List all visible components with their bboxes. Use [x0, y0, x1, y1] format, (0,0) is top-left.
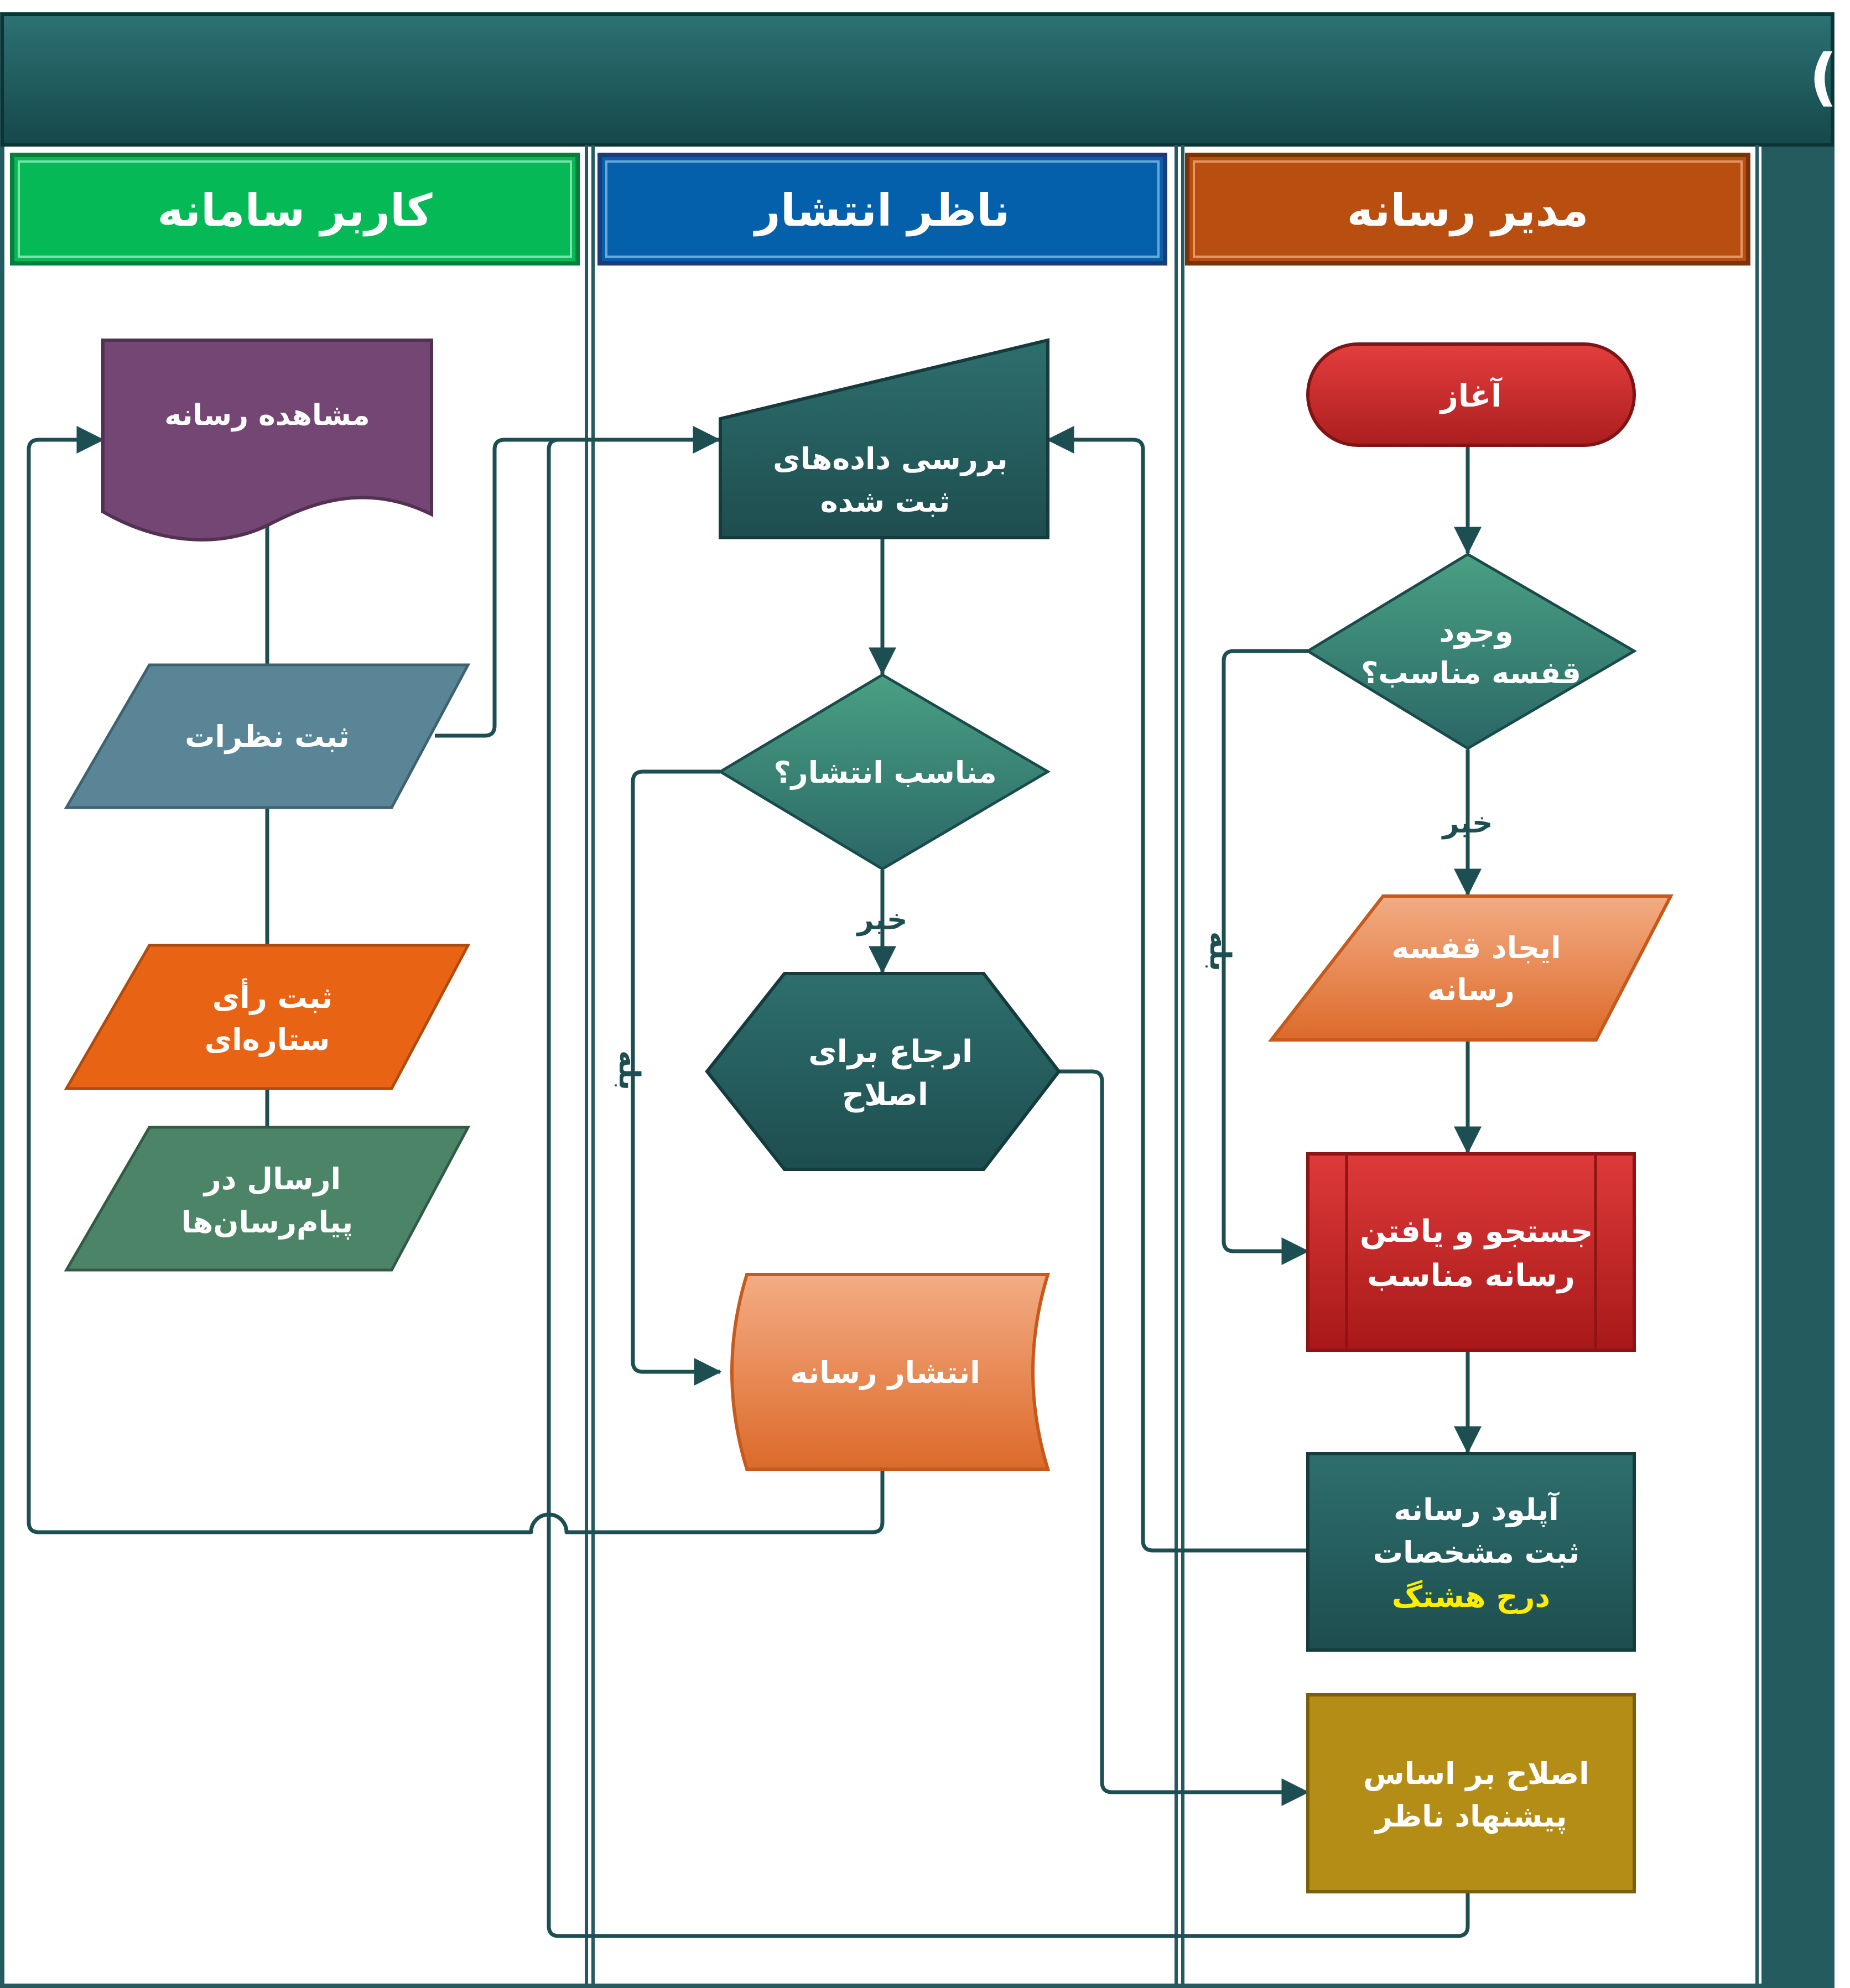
lane-label-reviewer: ناظر انتشار	[753, 185, 1010, 237]
node-upload-media-text: آپلود رسانه ثبت مشخصات درج هشتگ	[1363, 1491, 1579, 1614]
node-publish-text: انتشار رسانه	[790, 1355, 980, 1390]
node-send-messengers: ارسال در پیام‌رسان‌ها	[64, 1126, 471, 1272]
lane-header-user: کاربر سامانه	[10, 153, 580, 266]
edge-label-yes-reviewer: بله	[612, 1050, 646, 1090]
edge-label-no-manager: خیر	[1441, 806, 1493, 840]
node-folder-exists: وجود قفسه مناسب؟	[1305, 553, 1637, 750]
node-create-folder: ایجاد قفسه رسانه	[1267, 894, 1674, 1042]
title-bar	[1, 13, 1834, 147]
node-view-media: مشاهده رسانه	[101, 339, 433, 542]
node-star-vote-text: ثبت رأی ستاره‌ای	[202, 978, 332, 1057]
edge-label-no-reviewer: خیر	[855, 903, 907, 936]
edge-label-yes-manager: بله	[1203, 931, 1236, 971]
node-star-vote: ثبت رأی ستاره‌ای	[64, 944, 471, 1090]
edge-suitable-yes	[631, 769, 722, 1386]
node-suitable-text: مناسب انتشار؟	[773, 755, 996, 790]
node-comment: ثبت نظرات	[64, 663, 471, 809]
node-search-media: جستجو و یافتن رسانه مناسب	[1306, 1152, 1636, 1352]
diagram-title: فرآیند کاری فانوس - رسانه مجازی - نسخه ا…	[1809, 39, 1850, 114]
node-publish: انتشار رسانه	[730, 1273, 1051, 1471]
edge-comment-to-review	[435, 426, 721, 738]
node-review-data-text: بررسی داده‌های ثبت شده	[762, 441, 1007, 519]
node-search-media-text: جستجو و یافتن رسانه مناسب	[1349, 1214, 1593, 1294]
node-review-data: بررسی داده‌های ثبت شده	[719, 338, 1049, 539]
lane-dividers	[585, 145, 1759, 1986]
node-view-media-text: مشاهده رسانه	[164, 399, 370, 432]
node-refer-fix-text: ارجاع برای اصلاح	[798, 1034, 973, 1113]
lane-header-manager: مدیر رسانه	[1185, 153, 1750, 266]
node-suitable: مناسب انتشار؟	[718, 673, 1051, 871]
node-start: آغاز	[1306, 342, 1636, 447]
node-fix-by-reviewer-text: اصلاح بر اساس پیشنهاد ناظر	[1353, 1756, 1589, 1834]
connectors	[27, 426, 1482, 1938]
node-upload-media: آپلود رسانه ثبت مشخصات درج هشتگ	[1306, 1452, 1636, 1652]
lane-label-manager: مدیر رسانه	[1347, 185, 1589, 237]
edge-upload-to-review	[1046, 426, 1308, 1553]
edge-decision-yes	[1222, 649, 1309, 1265]
node-comment-text: ثبت نظرات	[185, 719, 350, 754]
lane-header-reviewer: ناظر انتشار	[597, 153, 1167, 266]
node-create-folder-text: ایجاد قفسه رسانه	[1381, 930, 1561, 1007]
node-send-messengers-text: ارسال در پیام‌رسان‌ها	[181, 1162, 353, 1240]
node-refer-fix: ارجاع برای اصلاح	[705, 972, 1061, 1171]
edge-publish-to-view	[27, 426, 885, 1534]
edge-fix-to-review	[547, 426, 1470, 1938]
lane-label-user: کاربر سامانه	[157, 185, 433, 237]
node-fix-by-reviewer: اصلاح بر اساس پیشنهاد ناظر	[1306, 1693, 1636, 1893]
node-folder-exists-text: وجود قفسه مناسب؟	[1361, 614, 1581, 690]
edge-refer-to-fix	[1059, 1069, 1309, 1806]
node-start-text: آغاز	[1439, 377, 1503, 414]
right-side-bar	[1761, 145, 1832, 1986]
